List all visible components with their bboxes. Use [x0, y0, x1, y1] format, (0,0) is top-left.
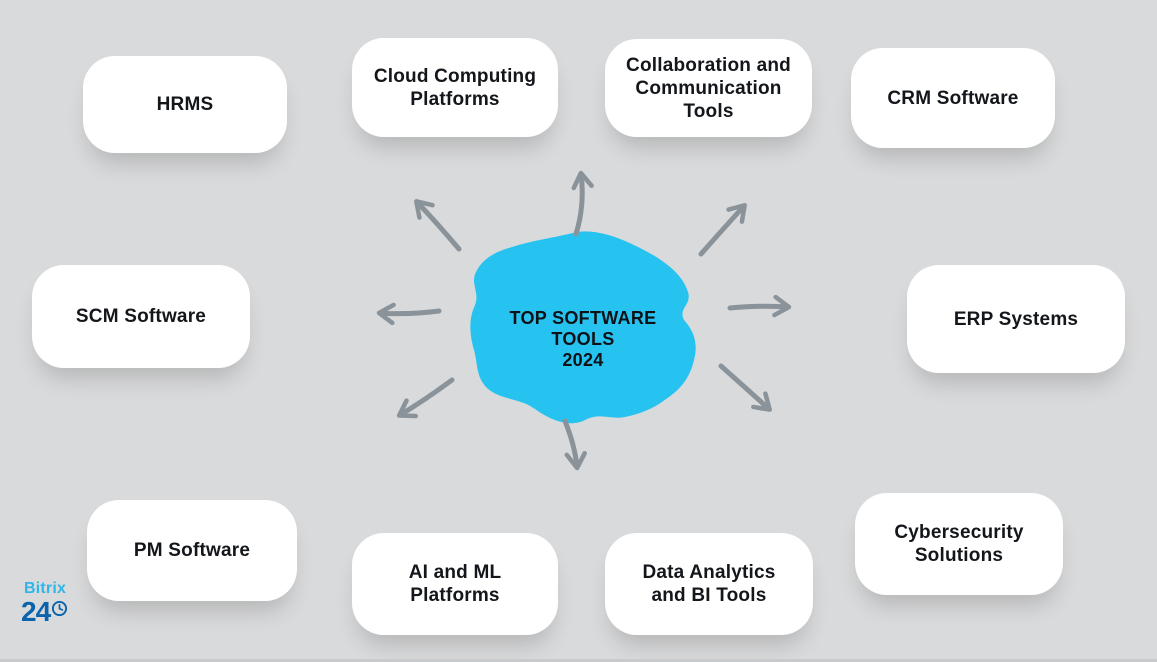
bitrix24-logo: Bitrix 24 — [21, 581, 101, 626]
node-crm: CRM Software — [851, 48, 1055, 148]
arrow-up-left — [414, 199, 462, 252]
node-erp: ERP Systems — [907, 265, 1125, 373]
node-ai-ml: AI and ML Platforms — [352, 533, 558, 635]
node-pm: PM Software — [87, 500, 297, 601]
arrow-up — [571, 170, 594, 237]
arrow-down-left — [396, 377, 455, 419]
bitrix-24-number: 24 — [21, 596, 51, 627]
node-cybersecurity: Cybersecurity Solutions — [855, 493, 1063, 595]
node-cloud-computing: Cloud Computing Platforms — [352, 38, 558, 137]
arrow-left — [376, 302, 442, 326]
node-scm: SCM Software — [32, 265, 250, 368]
node-collaboration: Collaboration and Communication Tools — [605, 39, 812, 137]
arrow-right — [727, 294, 792, 318]
arrow-down — [562, 418, 587, 471]
center-title: TOP SOFTWARE TOOLS 2024 — [509, 308, 657, 370]
clock-icon — [51, 600, 68, 621]
arrow-up-right — [698, 203, 747, 257]
node-hrms: HRMS — [83, 56, 287, 153]
bitrix-wordmark: Bitrix — [24, 580, 67, 597]
node-data-analytics: Data Analytics and BI Tools — [605, 533, 813, 635]
bottom-edge-strip — [0, 659, 1157, 662]
arrow-down-right — [718, 363, 772, 412]
